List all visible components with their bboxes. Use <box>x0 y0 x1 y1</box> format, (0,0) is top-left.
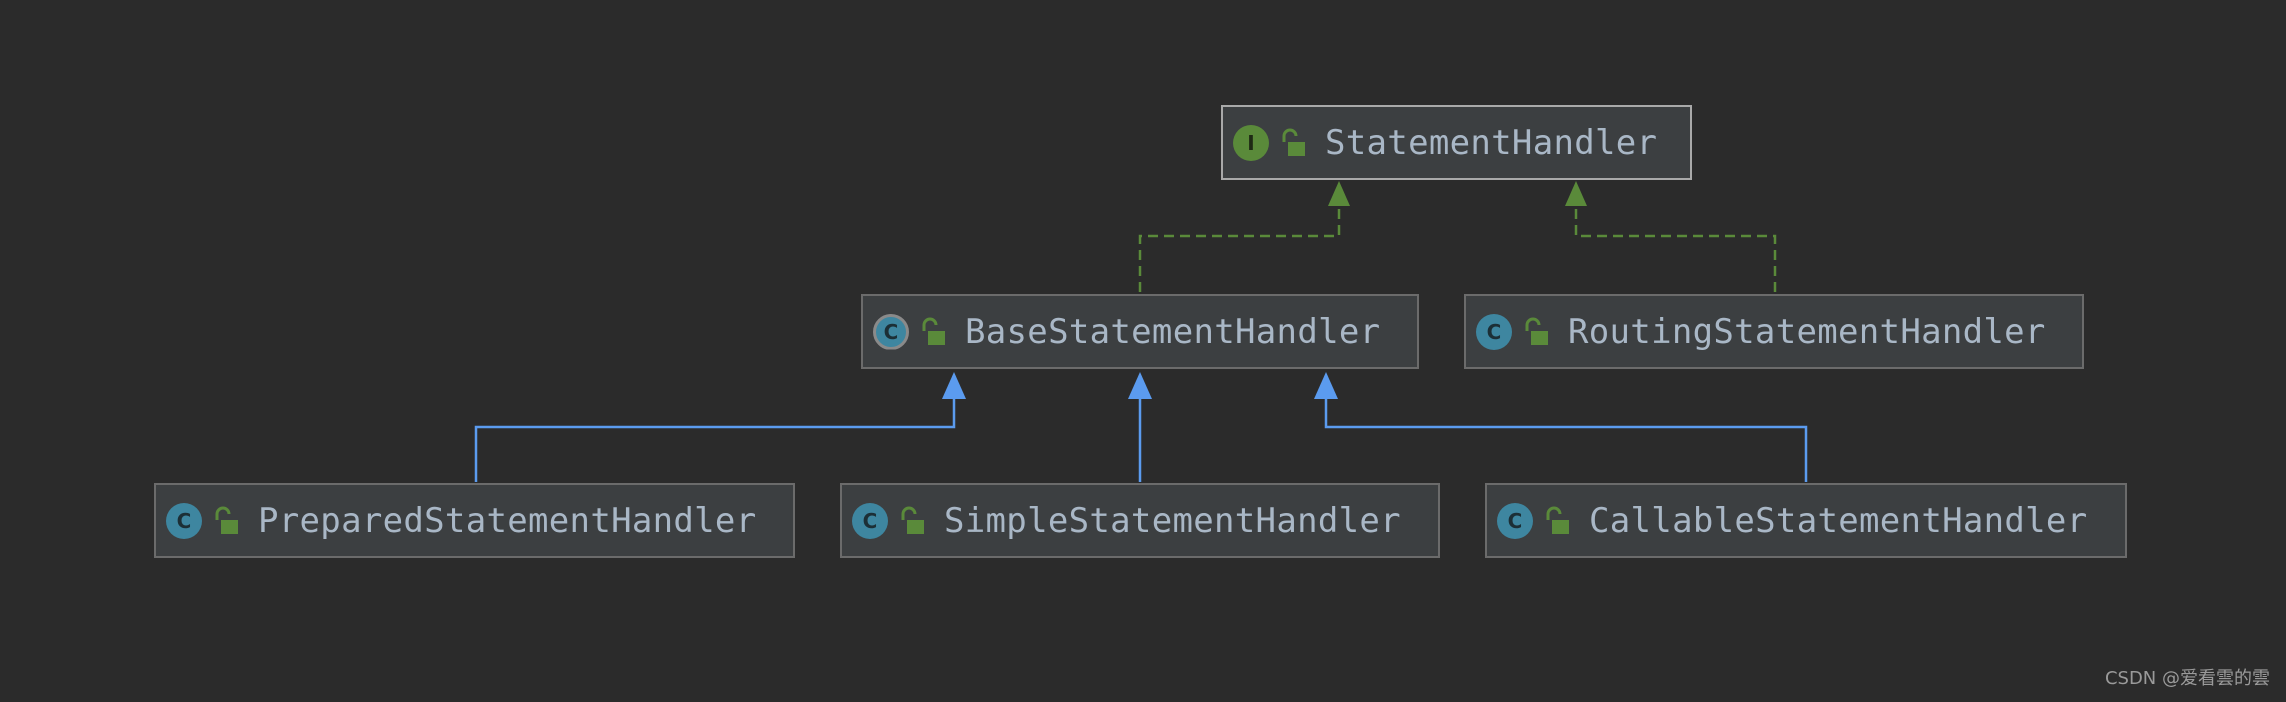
node-prepared-statement-handler[interactable]: C PreparedStatementHandler <box>154 483 795 558</box>
abstract-class-icon: C <box>873 313 909 350</box>
unlocked-public-icon <box>922 317 945 345</box>
node-label: RoutingStatementHandler <box>1568 311 2046 352</box>
unlocked-public-icon <box>1546 506 1569 534</box>
edge-prepared-extends-base <box>474 397 956 482</box>
node-simple-statement-handler[interactable]: C SimpleStatementHandler <box>840 483 1440 558</box>
node-label: BaseStatementHandler <box>965 311 1381 352</box>
arrowhead-implements-1 <box>1328 181 1350 206</box>
node-label: CallableStatementHandler <box>1589 500 2088 541</box>
arrowhead-extends-2 <box>1128 372 1152 399</box>
arrowhead-extends-1 <box>942 372 966 399</box>
class-icon: C <box>1476 313 1512 350</box>
interface-icon: I <box>1233 124 1269 161</box>
node-base-statement-handler[interactable]: C BaseStatementHandler <box>861 294 1419 369</box>
edge-routing-implements-statementhandler <box>1574 205 1777 292</box>
unlocked-public-icon <box>1525 317 1548 345</box>
edge-base-implements-statementhandler <box>1138 205 1341 292</box>
unlocked-public-icon <box>1282 128 1305 156</box>
unlocked-public-icon <box>901 506 924 534</box>
arrowhead-extends-3 <box>1314 372 1338 399</box>
arrowhead-implements-2 <box>1565 181 1587 206</box>
class-icon: C <box>852 502 888 539</box>
node-routing-statement-handler[interactable]: C RoutingStatementHandler <box>1464 294 2084 369</box>
node-label: StatementHandler <box>1325 122 1658 163</box>
edge-callable-extends-base <box>1324 397 1808 482</box>
class-icon: C <box>1497 502 1533 539</box>
class-icon: C <box>166 502 202 539</box>
watermark: CSDN @爱看雲的雲 <box>2104 668 2270 689</box>
node-label: SimpleStatementHandler <box>944 500 1401 541</box>
node-label: PreparedStatementHandler <box>258 500 757 541</box>
node-statement-handler[interactable]: I StatementHandler <box>1221 105 1692 180</box>
node-callable-statement-handler[interactable]: C CallableStatementHandler <box>1485 483 2127 558</box>
unlocked-public-icon <box>215 506 238 534</box>
